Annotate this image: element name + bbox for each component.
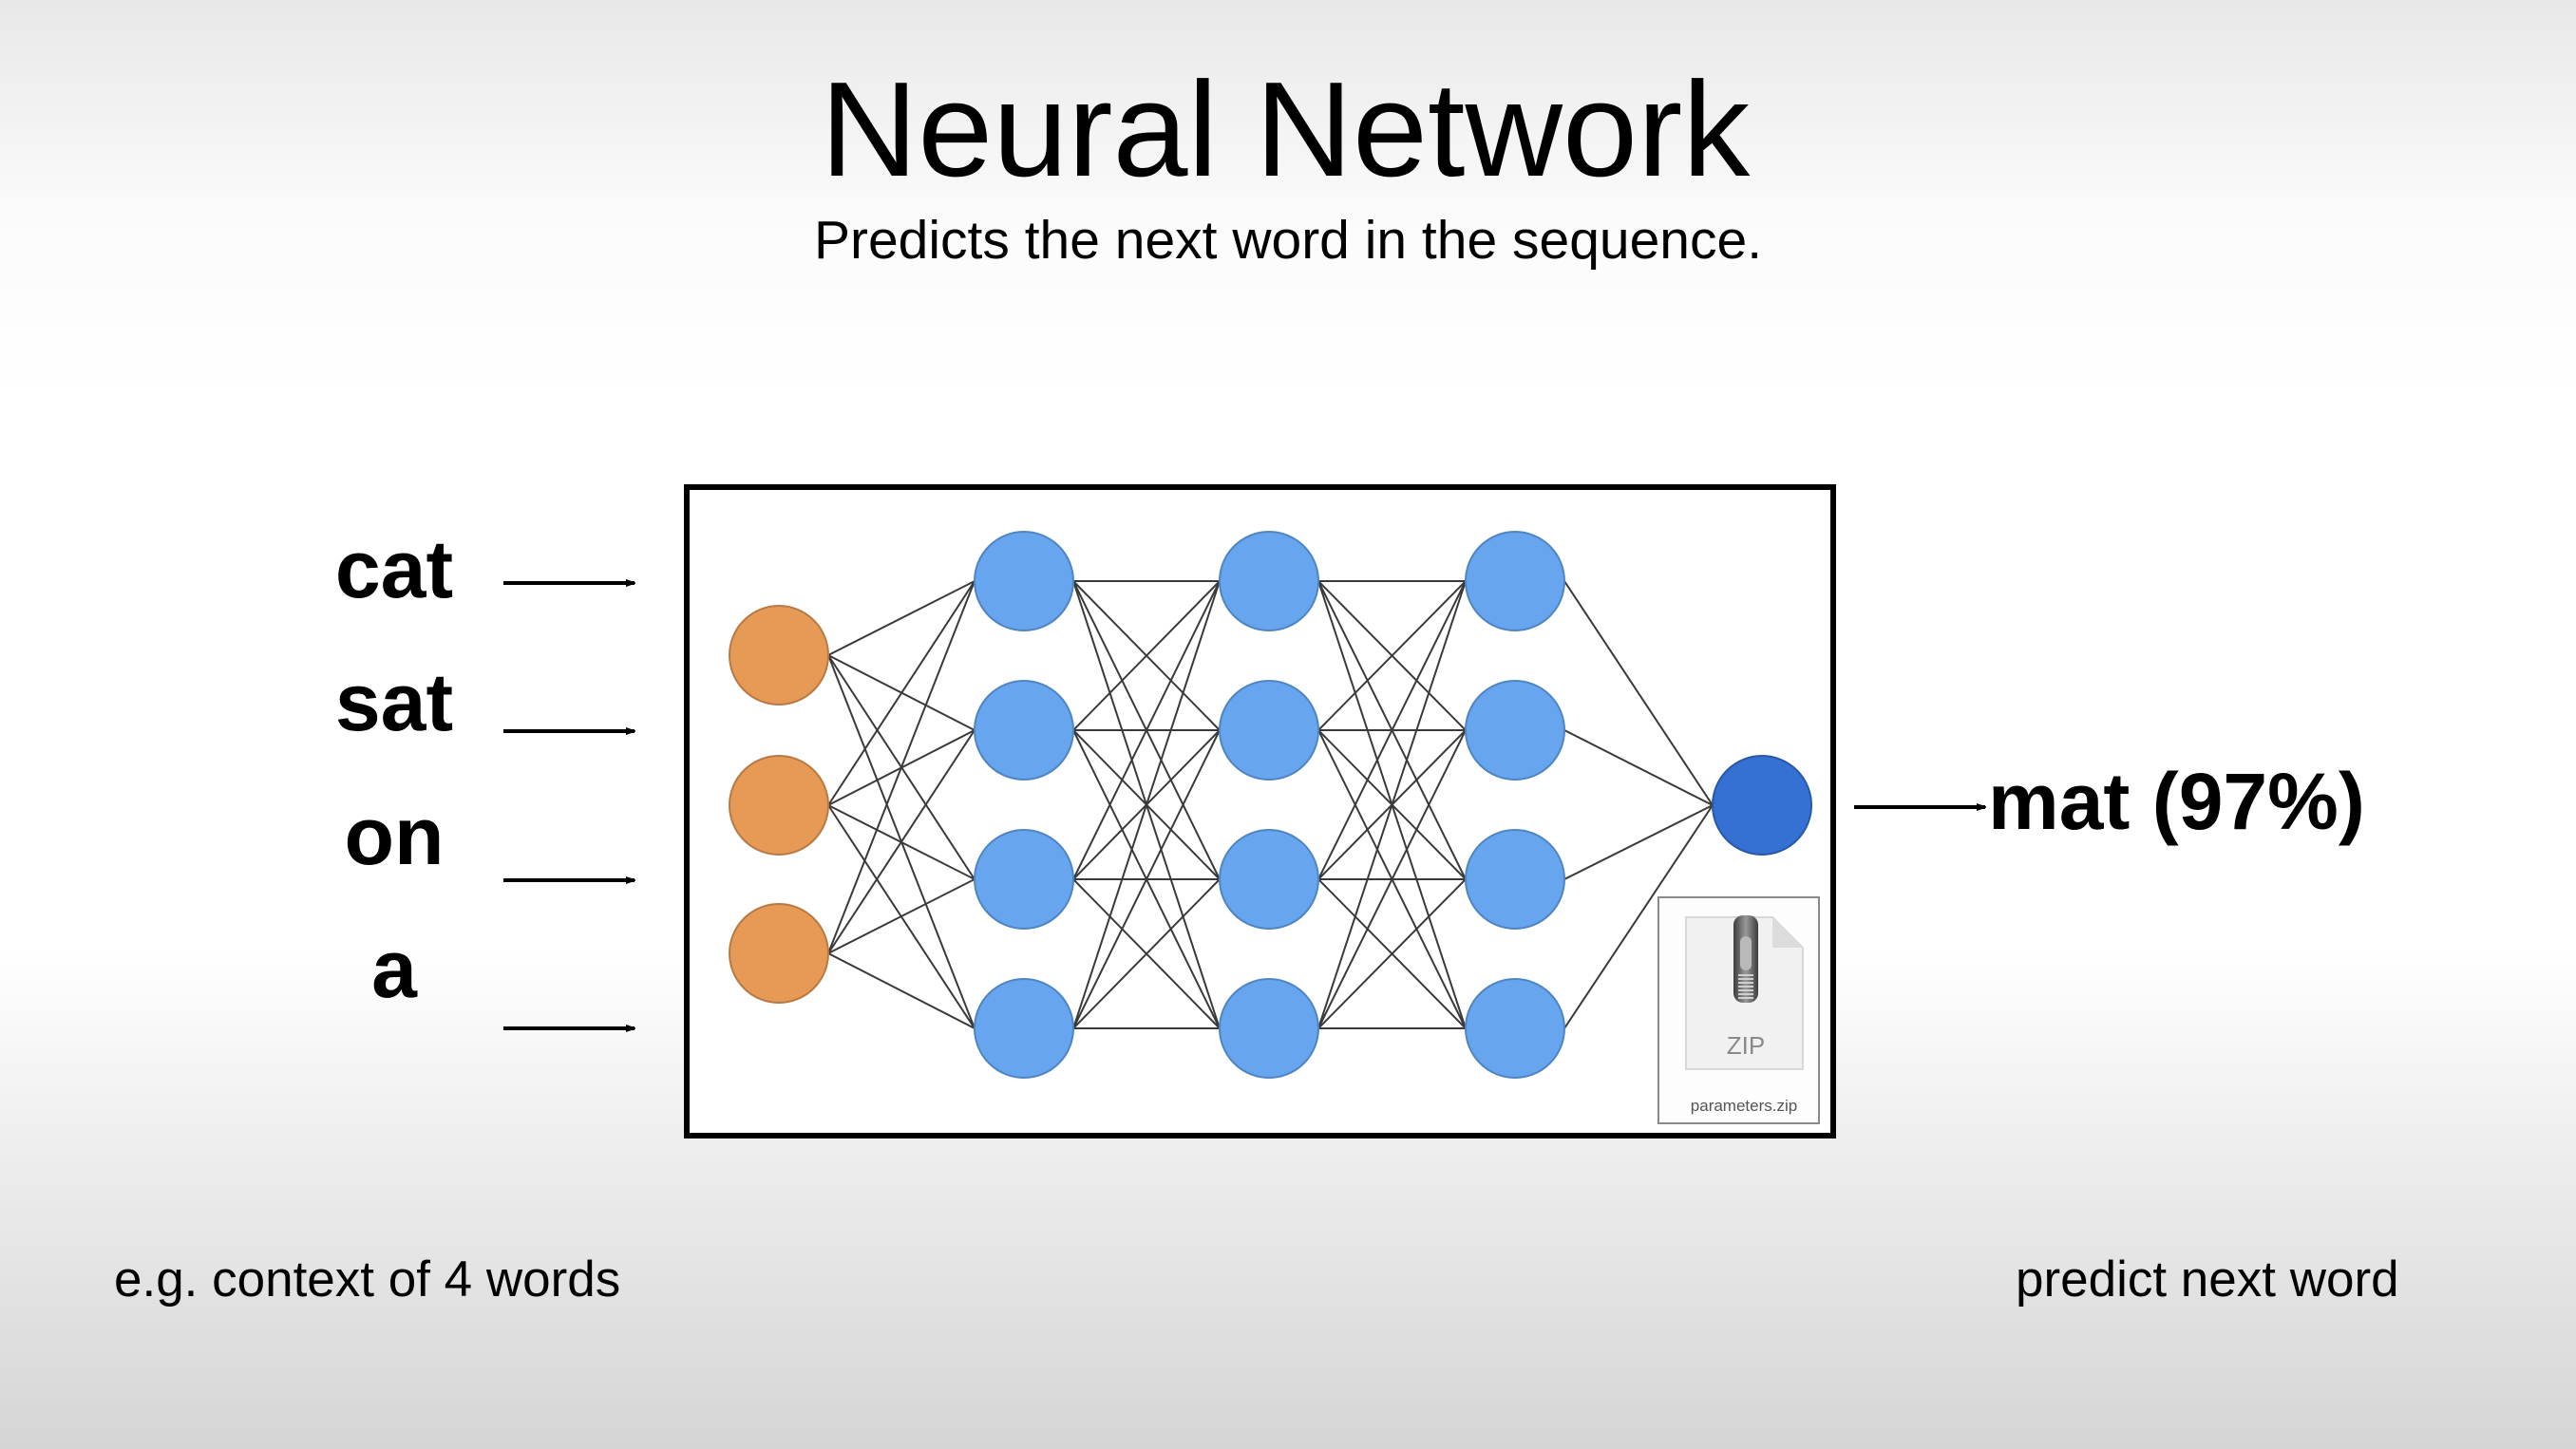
hidden-1-node-2 <box>974 680 1074 781</box>
edge-hidden-3-2-to-output-1 <box>1563 729 1714 806</box>
zipper-tooth <box>1738 993 1753 995</box>
slide-subtitle: Predicts the next word in the sequence. <box>813 210 1763 271</box>
hidden-2-node-1 <box>1219 531 1319 631</box>
network-nodes <box>729 531 1812 1079</box>
edge-hidden-2-4-to-hidden-3-2 <box>1317 729 1467 1029</box>
parameters-file[interactable]: ZIP parameters.zip <box>1657 896 1820 1124</box>
hidden-3-node-2 <box>1465 680 1565 781</box>
parameters-filename: parameters.zip <box>1691 1097 1797 1115</box>
zipper-tooth <box>1738 986 1753 988</box>
hidden-1-node-1 <box>974 531 1074 631</box>
zipper-tooth <box>1738 982 1753 984</box>
input-arrows <box>503 583 635 1028</box>
hidden-3-node-1 <box>1465 531 1565 631</box>
edge-hidden-2-2-to-hidden-3-1 <box>1317 580 1467 731</box>
network-edges <box>827 580 1714 1029</box>
edge-hidden-1-2-to-hidden-2-1 <box>1072 580 1221 731</box>
input-word-4: a <box>371 924 417 1015</box>
edge-hidden-1-4-to-hidden-2-2 <box>1072 729 1221 1029</box>
hidden-1-node-3 <box>974 829 1074 930</box>
input-word-3: on <box>344 791 445 882</box>
edge-input-2-to-hidden-1-1 <box>827 580 975 806</box>
edge-input-3-to-hidden-1-1 <box>827 580 975 954</box>
input-node-1 <box>729 605 829 706</box>
edge-hidden-1-4-to-hidden-2-3 <box>1072 878 1221 1029</box>
hidden-3-node-3 <box>1465 829 1565 930</box>
hidden-1-node-4 <box>974 978 1074 1079</box>
input-word-2: sat <box>334 657 454 748</box>
edge-hidden-2-4-to-hidden-3-3 <box>1317 878 1467 1029</box>
zip-type-label: ZIP <box>1727 1031 1765 1060</box>
edge-hidden-1-4-to-hidden-2-1 <box>1072 580 1221 1029</box>
slide-title: Neural Network <box>820 54 1751 205</box>
edge-hidden-2-4-to-hidden-3-1 <box>1317 580 1467 1029</box>
hidden-2-node-2 <box>1219 680 1319 781</box>
hidden-3-node-4 <box>1465 978 1565 1079</box>
zip-file-icon <box>1685 915 1804 1070</box>
edge-hidden-3-4-to-output-1 <box>1563 804 1714 1029</box>
input-node-2 <box>729 755 829 856</box>
predicted-word: mat (97%) <box>1988 757 2365 846</box>
zipper-tooth <box>1738 997 1753 999</box>
input-node-3 <box>729 903 829 1004</box>
edge-hidden-3-1-to-output-1 <box>1563 580 1714 806</box>
zipper-tooth <box>1738 978 1753 980</box>
edge-hidden-2-3-to-hidden-3-1 <box>1317 580 1467 880</box>
zipper-tooth <box>1738 989 1753 991</box>
edge-input-1-to-hidden-1-1 <box>827 580 975 656</box>
hidden-2-node-4 <box>1219 978 1319 1079</box>
edge-input-3-to-hidden-1-3 <box>827 878 975 954</box>
context-caption: e.g. context of 4 words <box>114 1251 621 1308</box>
prediction-caption: predict next word <box>2016 1251 2399 1308</box>
edge-hidden-1-3-to-hidden-2-1 <box>1072 580 1221 880</box>
edge-hidden-3-3-to-output-1 <box>1563 804 1714 880</box>
input-word-1: cat <box>334 524 454 615</box>
edge-input-3-to-hidden-1-2 <box>827 729 975 954</box>
output-node-1 <box>1712 755 1812 856</box>
hidden-2-node-3 <box>1219 829 1319 930</box>
edge-input-3-to-hidden-1-4 <box>827 952 975 1029</box>
zipper-tooth <box>1738 974 1753 976</box>
